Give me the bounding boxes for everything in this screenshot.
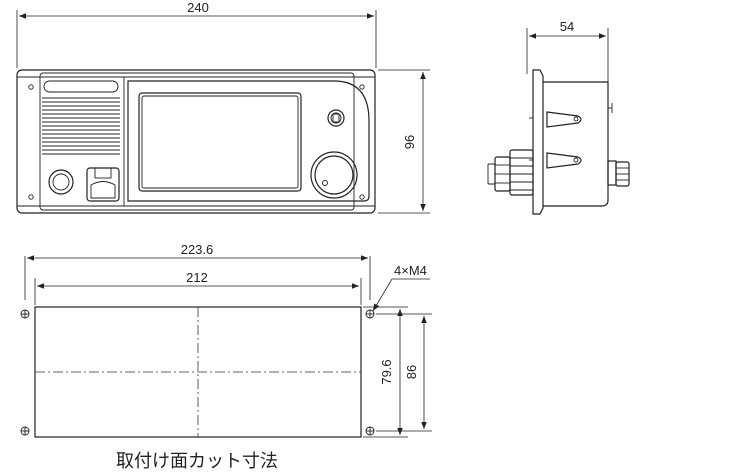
screw-hole-icon xyxy=(573,157,579,163)
screw-hole-icon xyxy=(20,309,30,319)
mount-bracket-bottom xyxy=(546,152,582,169)
connector-icon xyxy=(86,167,120,202)
screw-hole-icon xyxy=(28,194,34,200)
hole-pitch-label: 223.6 xyxy=(181,242,214,257)
mic-jack-inner xyxy=(52,173,70,191)
front-view: 240 xyxy=(16,0,430,214)
cutout-height-dimension: 79.6 xyxy=(363,306,408,438)
speaker-grille xyxy=(42,97,120,155)
hole-vertical-pitch-label: 86 xyxy=(404,365,419,379)
side-body xyxy=(543,81,609,207)
lcd-inner xyxy=(141,95,299,189)
mic-jack-icon xyxy=(48,169,74,195)
width-label: 240 xyxy=(187,0,209,15)
screw-hole-icon xyxy=(573,116,579,122)
cutout-caption: 取付け面カット寸法 xyxy=(116,451,278,472)
height-label: 96 xyxy=(402,135,417,149)
indicator-slot xyxy=(43,80,119,93)
screw-hole-icon xyxy=(365,309,375,319)
cutout-width-label: 212 xyxy=(186,270,208,285)
screw-hole-icon xyxy=(359,84,365,90)
front-housing xyxy=(16,69,376,214)
height-dimension: 96 xyxy=(378,69,430,214)
screw-hole-icon xyxy=(20,426,30,436)
front-bezel xyxy=(39,72,355,211)
display-panel xyxy=(127,80,370,202)
cutout-height-label: 79.6 xyxy=(379,359,394,384)
screw-leader: 4×M4 xyxy=(372,263,430,312)
hole-vertical-pitch-dimension: 86 xyxy=(376,313,432,432)
screw-hole-icon xyxy=(359,194,365,200)
lcd-screen xyxy=(138,92,302,192)
rotary-knob-side-icon xyxy=(487,149,534,196)
rotary-knob-icon xyxy=(310,151,358,199)
screw-label: 4×M4 xyxy=(394,263,427,278)
mount-bracket-top xyxy=(546,111,582,128)
hole-pitch-dimension: 223.6 xyxy=(24,242,371,300)
depth-dimension: 54 xyxy=(526,19,609,84)
width-dimension: 240 xyxy=(16,0,377,68)
cutout-view: 223.6 212 xyxy=(20,242,432,472)
cutout-width-dimension: 212 xyxy=(34,270,362,305)
screw-hole-icon xyxy=(365,426,375,436)
screw-hole-icon xyxy=(28,84,34,90)
side-flange xyxy=(532,69,544,215)
depth-label: 54 xyxy=(560,19,574,34)
key-switch-icon xyxy=(327,109,345,127)
connector-icon xyxy=(607,160,630,187)
side-view: 54 xyxy=(487,19,630,215)
